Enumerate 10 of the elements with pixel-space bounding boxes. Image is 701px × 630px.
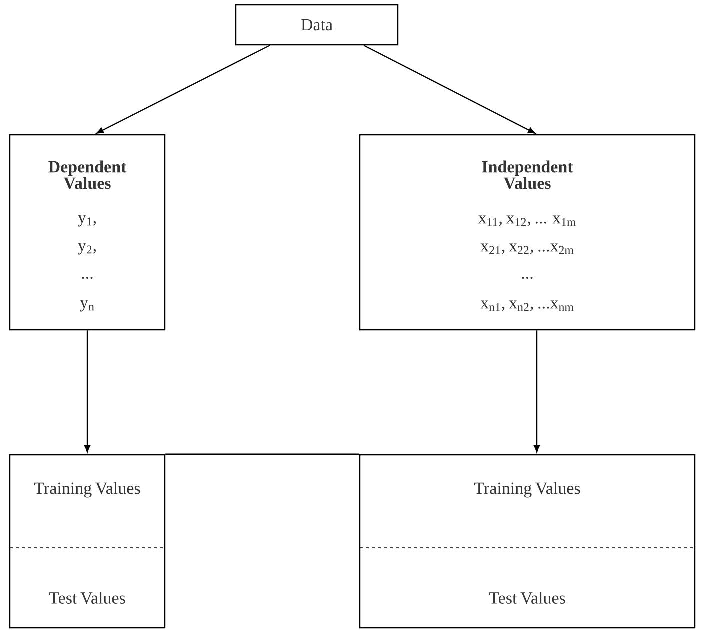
arrow xyxy=(364,45,536,134)
values-box: Training Values Test Values xyxy=(9,454,166,629)
values-box: Dependent Values y$_{1}$, y$_{2}$, ... y$_{n}$ xyxy=(9,134,166,331)
arrow xyxy=(84,330,91,453)
arrow xyxy=(534,330,540,453)
arrow xyxy=(96,45,270,134)
data-box: Data xyxy=(235,4,399,46)
values-box: Independent Values x$_{11}$, x$_{12}$, ... x$_{1m}$ x$_{21}$, x$_{22}$, ...x$_{2m}$ ... x$_{n1}$, x$_{n2}$, ...x$_{nm}$ xyxy=(359,134,696,331)
connector-line xyxy=(166,454,360,455)
values-box: Training Values Test Values xyxy=(359,454,696,629)
